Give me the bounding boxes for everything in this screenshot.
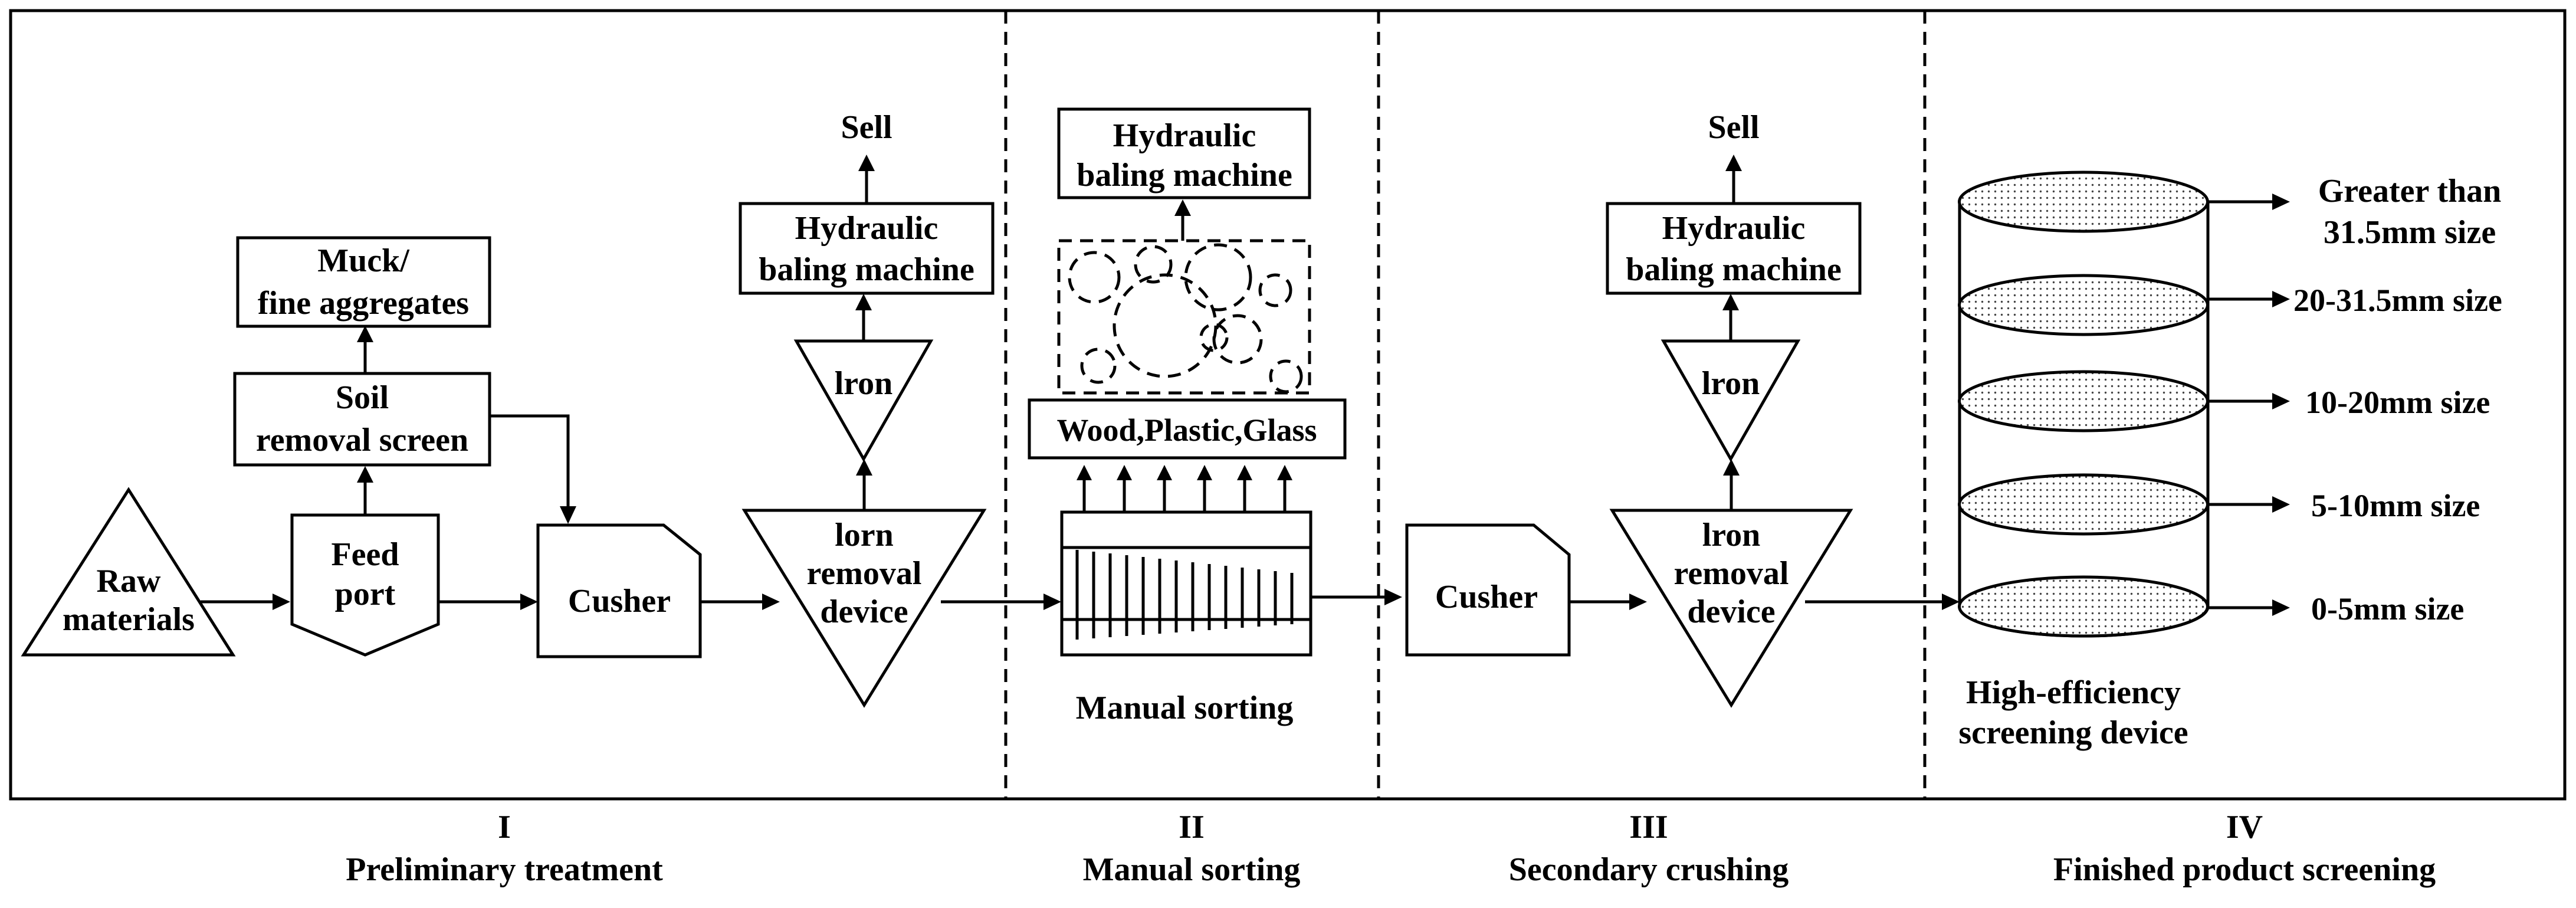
soil-screen-label-1: Soil <box>336 379 389 416</box>
output-label-20-31: 20-31.5mm size <box>2293 283 2502 318</box>
sorting-pick-arrows <box>1077 465 1292 512</box>
iron-2-label: lron <box>1702 365 1760 402</box>
hydraulic-baling-machine-node-3: Hydraulic baling machine <box>1606 202 1862 295</box>
hydraulic-baling-machine-node-1: Hydraulic baling machine <box>739 202 995 295</box>
hydraulic-baling-machine-node-2: Hydraulic baling machine <box>1057 107 1311 199</box>
output-label-5-10: 5-10mm size <box>2311 488 2480 523</box>
baling-3-label-2: baling machine <box>1626 251 1842 288</box>
crusher-node-1: Cusher <box>536 523 702 658</box>
output-label-0-5: 0-5mm size <box>2311 591 2464 627</box>
raw-materials-label-2: materials <box>63 601 195 638</box>
soil-removal-screen-node: Soil removal screen <box>233 372 491 467</box>
iron-removal-device-node-2: lron removal device <box>1609 509 1853 708</box>
sorted-materials-cluster <box>1057 239 1311 395</box>
stage-3-number: III <box>1629 809 1668 845</box>
manual-sorting-conveyor <box>1060 510 1312 657</box>
muck-label-1: Muck/ <box>317 242 410 279</box>
baling-1-label-1: Hydraulic <box>795 210 938 247</box>
wood-plastic-glass-label: Wood,Plastic,Glass <box>1056 412 1317 448</box>
stage-4-name: Finished product screening <box>2053 851 2436 888</box>
manual-sorting-label: Manual sorting <box>1076 690 1294 726</box>
output-label-gt31-line2: 31.5mm size <box>2324 214 2496 251</box>
crusher-label-1: Cusher <box>568 583 671 619</box>
iron-removal-1-label-2: removal <box>807 555 922 592</box>
baling-2-label-2: baling machine <box>1077 157 1292 194</box>
iron-removal-1-label-1: lorn <box>835 517 894 553</box>
iron-1-label: lron <box>835 365 893 402</box>
high-efficiency-screening-device <box>1958 171 2210 638</box>
screening-device-label-2: screening device <box>1958 714 2188 751</box>
crusher-node-2: Cusher <box>1405 523 1571 657</box>
iron-removal-2-label-3: device <box>1687 594 1775 630</box>
muck-label-2: fine aggregates <box>258 285 469 322</box>
muck-fine-aggregates-node: Muck/ fine aggregates <box>236 236 491 328</box>
iron-removal-2-label-1: lron <box>1702 517 1761 553</box>
stage-2-number: II <box>1179 809 1205 845</box>
baling-2-label-1: Hydraulic <box>1113 117 1256 154</box>
raw-materials-node: Raw materials <box>21 487 236 657</box>
screening-device-label-1: High-efficiency <box>1966 674 2181 711</box>
stage-1-name: Preliminary treatment <box>346 851 663 888</box>
output-label-gt31-line1: Greater than <box>2318 173 2502 209</box>
stage-2-name: Manual sorting <box>1083 851 1301 888</box>
baling-1-label-2: baling machine <box>759 251 974 288</box>
iron-node-1: lron <box>793 339 934 463</box>
feed-port-label-2: port <box>335 576 396 612</box>
iron-node-2: lron <box>1661 339 1801 463</box>
feed-port-node: Feed port <box>290 513 440 657</box>
stage-3-name: Secondary crushing <box>1509 851 1789 888</box>
iron-removal-2-label-2: removal <box>1674 555 1789 592</box>
sell-label-2: Sell <box>1708 109 1759 146</box>
soil-screen-label-2: removal screen <box>256 422 468 458</box>
wood-plastic-glass-node: Wood,Plastic,Glass <box>1028 398 1347 460</box>
baling-3-label-1: Hydraulic <box>1662 210 1806 247</box>
stage-1-number: I <box>498 809 511 845</box>
sell-label-1: Sell <box>841 109 892 146</box>
feed-port-label-1: Feed <box>331 536 399 573</box>
iron-removal-device-node-1: lorn removal device <box>741 509 987 708</box>
output-label-10-20: 10-20mm size <box>2305 385 2490 420</box>
outer-frame <box>9 9 2567 801</box>
iron-removal-1-label-3: device <box>820 594 908 630</box>
crusher-label-2: Cusher <box>1435 579 1538 615</box>
stage-4-number: IV <box>2226 809 2263 845</box>
raw-materials-label-1: Raw <box>97 563 161 599</box>
